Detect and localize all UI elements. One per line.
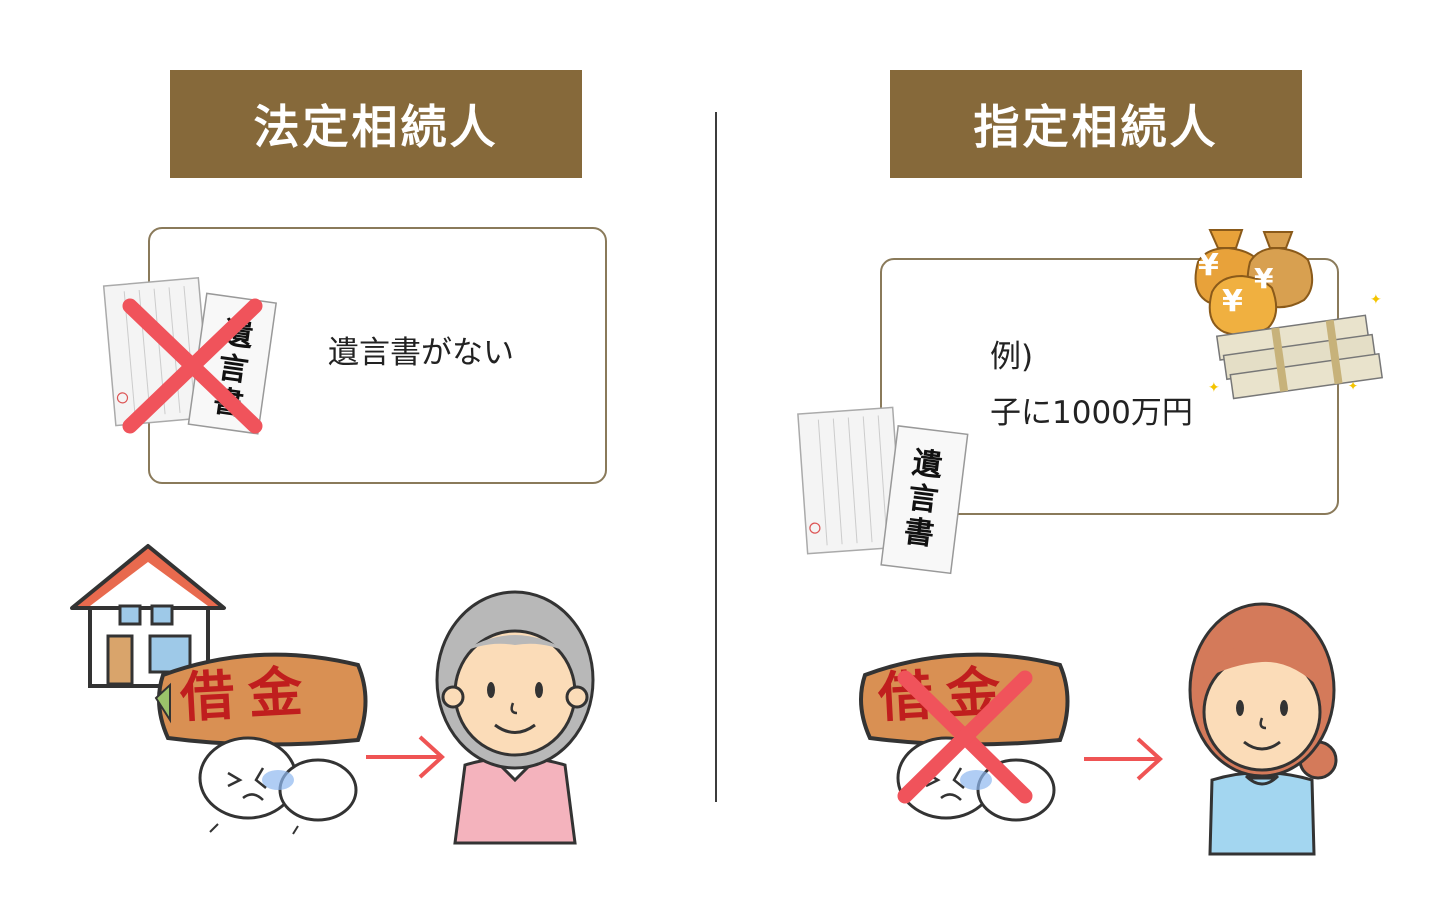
arrow-right-icon-2 [1084,737,1163,781]
header-legal-heir: 法定相続人 [170,70,582,178]
svg-text:✦: ✦ [1370,292,1382,308]
header-designated-heir: 指定相続人 [890,70,1302,178]
yen-symbol-3: ¥ [1222,284,1243,319]
yen-symbol-2: ¥ [1254,262,1274,295]
debt-sack-icon [154,652,368,747]
debt-label: 借金 [178,659,318,730]
arrow-right-icon [366,735,445,779]
center-divider [715,112,717,802]
yen-symbol-1: ¥ [1198,248,1219,283]
woman-icon [1188,602,1338,856]
svg-text:✦: ✦ [1208,380,1220,396]
elderly-woman-icon [435,590,595,845]
card-example-amount: 子に1000万円 [990,395,1193,431]
cross-icon-debt [897,670,1033,804]
cross-icon [122,298,263,434]
svg-text:✦: ✦ [1348,379,1358,393]
money-bags-icon: ✦ ✦ ✦ [1194,229,1384,400]
card-no-will-text: 遺言書がない [328,335,514,371]
card-example-label: 例) [990,339,1034,375]
struggling-person-icon [198,736,358,835]
will-document-icon-right [797,406,969,575]
